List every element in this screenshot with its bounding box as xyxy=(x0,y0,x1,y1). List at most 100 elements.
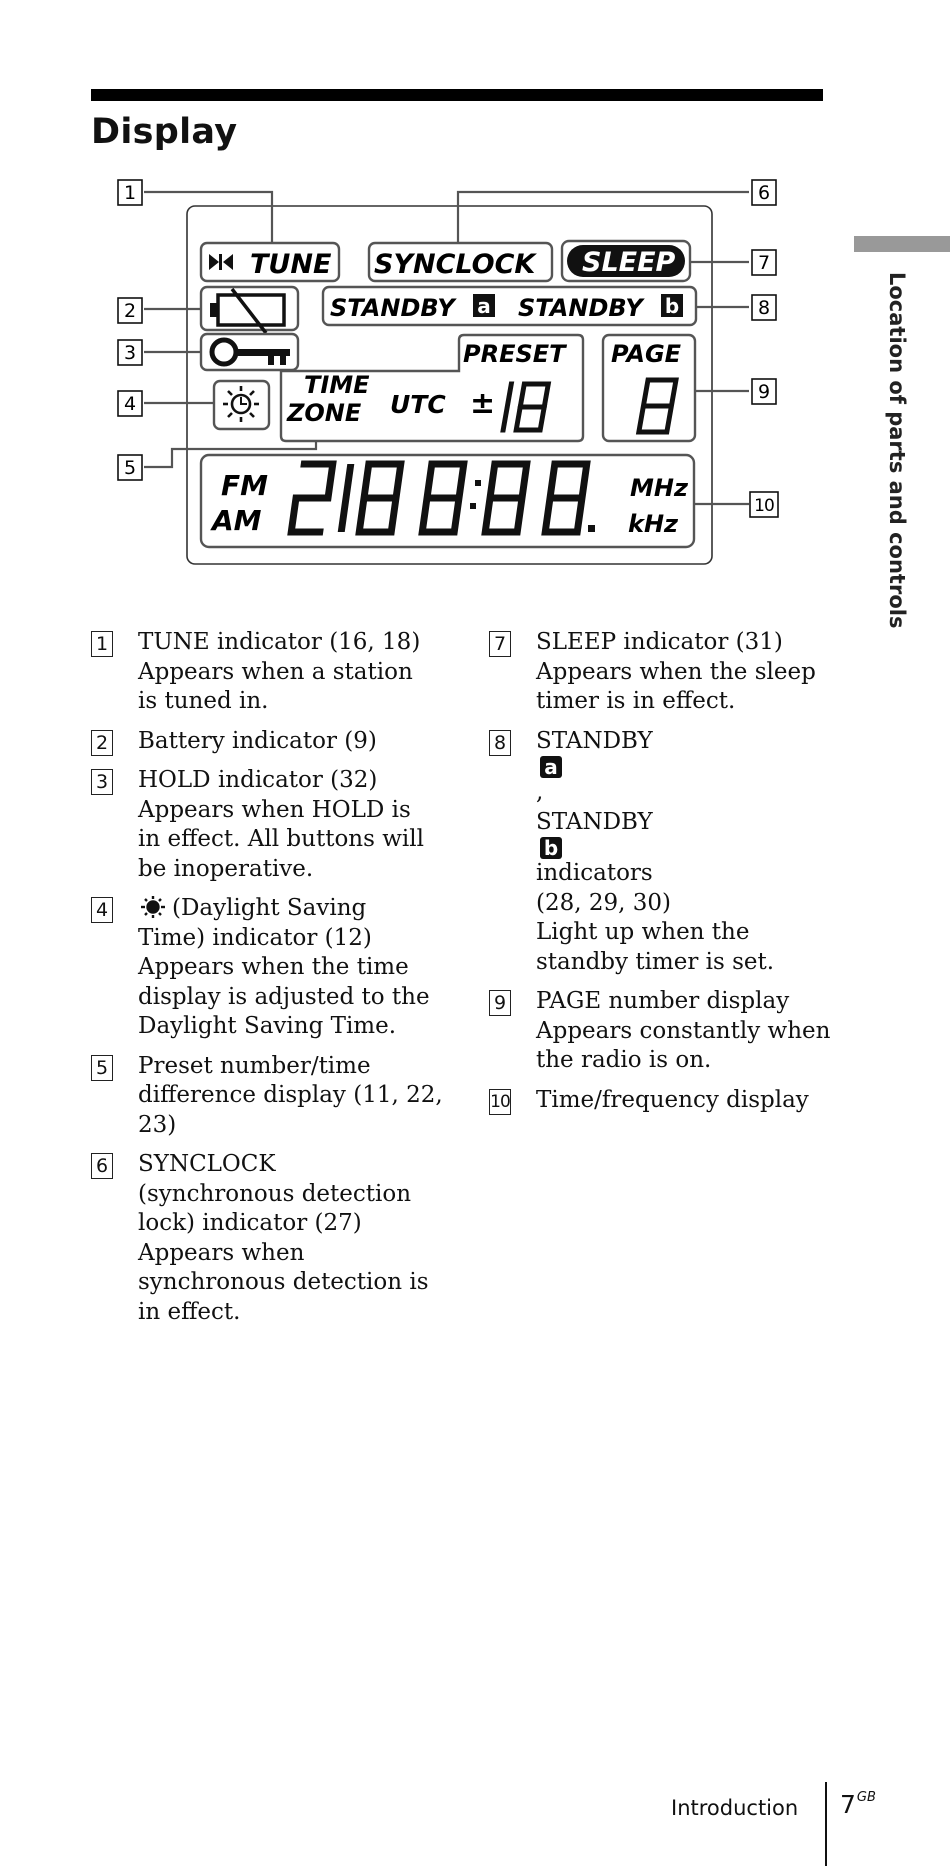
item-line: SYNCLOCK xyxy=(138,1151,276,1177)
callout-box-2 xyxy=(117,297,143,324)
freq-colon-bottom xyxy=(470,503,476,509)
sun-icon xyxy=(223,386,259,422)
list-item-1: 1 TUNE indicator (16, 18) Appears when a… xyxy=(91,628,451,717)
list-item-3: 3 HOLD indicator (32) Appears when HOLD … xyxy=(91,766,451,884)
list-item-4: 4 (Daylight Saving Time) indicator (12) … xyxy=(91,894,451,1042)
callout-box-3 xyxy=(117,339,143,366)
item-number: 10 xyxy=(489,1088,511,1115)
callout-9: 9 xyxy=(758,381,770,403)
item-line: synchronous detection is xyxy=(138,1269,429,1295)
footer-divider xyxy=(825,1782,827,1866)
section-tab-bar xyxy=(854,236,950,252)
page-digit xyxy=(635,377,679,435)
item-number: 9 xyxy=(489,990,511,1016)
item-number: 3 xyxy=(91,769,113,795)
callout-box-4 xyxy=(117,390,143,417)
standby-b-text: STANDBY xyxy=(518,294,645,322)
item-line: Battery indicator (9) xyxy=(138,727,377,754)
item-line: TUNE indicator (16, 18) xyxy=(138,629,421,655)
list-item-2: 2 Battery indicator (9) xyxy=(91,727,451,757)
item-line: SLEEP indicator (31) xyxy=(536,629,783,655)
frequency-digits xyxy=(287,460,591,536)
item-line: display is adjusted to the xyxy=(138,983,430,1010)
callout-box-1 xyxy=(117,179,143,206)
battery-frame xyxy=(199,285,300,332)
standby-b-chip-letter: b xyxy=(665,294,679,318)
item-line: STANDBY xyxy=(536,808,653,835)
page-title: Display xyxy=(91,112,238,152)
sleep-pill xyxy=(567,245,685,277)
item-line: (synchronous detection xyxy=(138,1180,412,1207)
item-line: (Daylight Saving xyxy=(172,895,367,921)
freq-colon-top xyxy=(475,480,481,486)
item-line: Appears when a station xyxy=(138,658,413,685)
item-line: Daylight Saving Time. xyxy=(138,1013,397,1039)
lcd-frame xyxy=(186,205,713,565)
item-number: 6 xyxy=(91,1153,113,1179)
callout-box-7 xyxy=(751,249,777,276)
item-number: 7 xyxy=(489,631,511,657)
item-number: 2 xyxy=(91,729,113,756)
callout-5: 5 xyxy=(124,457,136,479)
freq-decimal xyxy=(588,525,595,532)
item-line: (28, 29, 30) xyxy=(536,889,671,916)
time-text: TIME xyxy=(304,371,370,399)
standby-b-chip xyxy=(661,294,683,317)
item-line: be inoperative. xyxy=(138,855,314,882)
freq-digit-8c xyxy=(481,460,531,536)
fm-text: FM xyxy=(221,469,268,502)
item-line: the radio is on. xyxy=(536,1047,712,1073)
mhz-text: MHz xyxy=(630,474,689,502)
item-number: 8 xyxy=(489,729,511,756)
tune-frame xyxy=(199,241,341,283)
callout-2: 2 xyxy=(124,300,136,322)
item-line: Light up when the xyxy=(536,919,750,945)
item-line: STANDBY xyxy=(536,727,653,754)
callout-box-6 xyxy=(751,179,777,206)
standby-a-chip-letter: a xyxy=(477,294,491,318)
freq-digit-1 xyxy=(337,464,355,532)
standby-a-chip: a xyxy=(540,756,562,778)
item-line: lock) indicator (27) xyxy=(138,1210,362,1236)
item-line: Time/frequency display xyxy=(536,1086,809,1113)
leader-1 xyxy=(144,190,274,246)
item-line: standby timer is set. xyxy=(536,948,775,975)
list-item-10: 10 Time/frequency display xyxy=(489,1086,834,1116)
callout-1: 1 xyxy=(124,182,136,204)
synclock-frame xyxy=(367,241,554,283)
preset-text: PRESET xyxy=(463,340,567,368)
zone-text: ZONE xyxy=(286,399,362,427)
leader-5 xyxy=(144,442,318,469)
item-number: 5 xyxy=(91,1054,113,1081)
sun-icon xyxy=(141,896,165,918)
freq-digit-8d xyxy=(541,460,591,536)
freq-digit-8b xyxy=(418,460,468,536)
item-line: Time) indicator (12) xyxy=(138,924,372,951)
item-number: 4 xyxy=(91,897,113,923)
callout-4: 4 xyxy=(124,393,136,415)
page-number: 7GB xyxy=(840,1790,876,1819)
battery-icon xyxy=(210,287,286,335)
callout-box-10 xyxy=(749,491,779,518)
item-line: in effect. All buttons will xyxy=(138,826,424,852)
item-line: Appears when the sleep xyxy=(536,658,816,685)
plus-minus-text: ± xyxy=(470,386,495,421)
standby-frame xyxy=(321,285,698,327)
key-icon xyxy=(209,337,290,367)
callout-8: 8 xyxy=(758,297,770,319)
sleep-text: SLEEP xyxy=(582,247,676,278)
list-item-5: 5 Preset number/time difference display … xyxy=(91,1052,451,1141)
item-line: PAGE number display xyxy=(536,988,790,1014)
left-item-list: 1 TUNE indicator (16, 18) Appears when a… xyxy=(91,628,451,1337)
item-line: is tuned in. xyxy=(138,688,269,714)
right-item-list: 7 SLEEP indicator (31) Appears when the … xyxy=(489,628,834,1125)
item-line: timer is in effect. xyxy=(536,688,736,714)
standby-a-chip xyxy=(473,294,495,317)
callout-box-5 xyxy=(117,454,143,481)
freq-digit-2 xyxy=(287,460,337,536)
item-line: difference display (11, 22, xyxy=(138,1082,443,1108)
am-text: AM xyxy=(210,504,262,537)
footer-section-label: Introduction xyxy=(671,1796,799,1820)
callout-3: 3 xyxy=(124,342,136,364)
